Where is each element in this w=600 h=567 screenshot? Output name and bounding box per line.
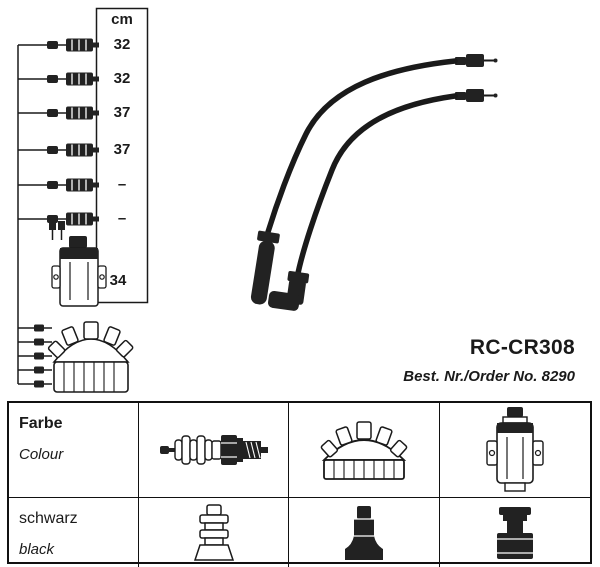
spec-table: Farbe Colour xyxy=(7,401,592,567)
label-black: black xyxy=(19,541,55,558)
measurement-value: – xyxy=(117,210,127,227)
ignition-coil-icon xyxy=(486,407,544,492)
measurement-box xyxy=(95,7,149,304)
product-code: RC-CR308 xyxy=(469,336,575,359)
label-farbe: Farbe xyxy=(19,415,63,432)
label-colour: Colour xyxy=(19,446,64,463)
color-label-cell: Farbe Colour xyxy=(9,403,139,498)
measurement-value: 37 xyxy=(113,104,131,121)
black-label-cell: schwarz black xyxy=(9,498,139,567)
coil-length-value: 34 xyxy=(109,272,127,289)
distributor-cap-cell xyxy=(289,403,440,498)
ignition-coil-cell xyxy=(439,403,590,498)
unit-header: cm xyxy=(111,11,133,28)
boot-straight-cell xyxy=(139,498,290,567)
distributor-cap-icon xyxy=(320,421,408,480)
measurement-value: – xyxy=(117,176,127,193)
boot-block-icon xyxy=(496,507,533,559)
ignition-cable-icon xyxy=(250,54,498,305)
boot-bell-cell xyxy=(289,498,440,567)
distributor-cap-icon xyxy=(47,321,134,393)
ignition-coil-icon xyxy=(49,221,107,307)
boot-bell-icon xyxy=(344,506,383,560)
ignition-cable-icon xyxy=(267,89,498,311)
measurement-value: 37 xyxy=(113,141,131,158)
measurement-value: 32 xyxy=(113,36,131,53)
order-number-line: Best. Nr./Order No. 8290 xyxy=(403,368,575,385)
boot-straight-icon xyxy=(193,504,234,561)
boot-block-cell xyxy=(440,498,590,567)
measurement-value: 32 xyxy=(113,70,131,87)
spark-plug-icon xyxy=(159,435,268,465)
label-schwarz: schwarz xyxy=(19,510,78,527)
spark-plug-cell xyxy=(139,403,290,498)
wiring-diagram xyxy=(17,7,498,393)
